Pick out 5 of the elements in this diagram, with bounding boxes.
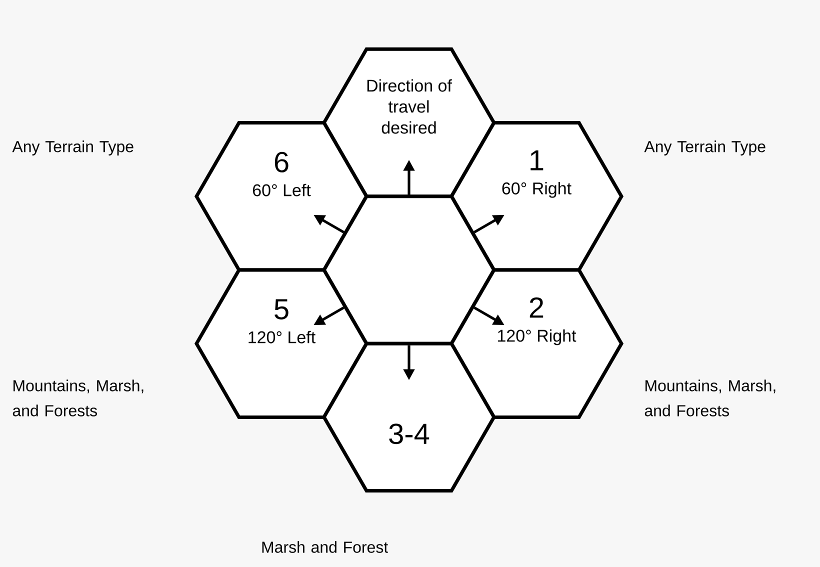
region-label: Any Terrain Type: [644, 140, 766, 156]
region-label: Mountains, Marsh, and Forests: [644, 380, 776, 416]
region-label: Mountains, Marsh, and Forests: [12, 380, 144, 416]
region-label: Any Terrain Type: [12, 140, 134, 156]
region-label: Marsh and Forest: [262, 541, 388, 553]
